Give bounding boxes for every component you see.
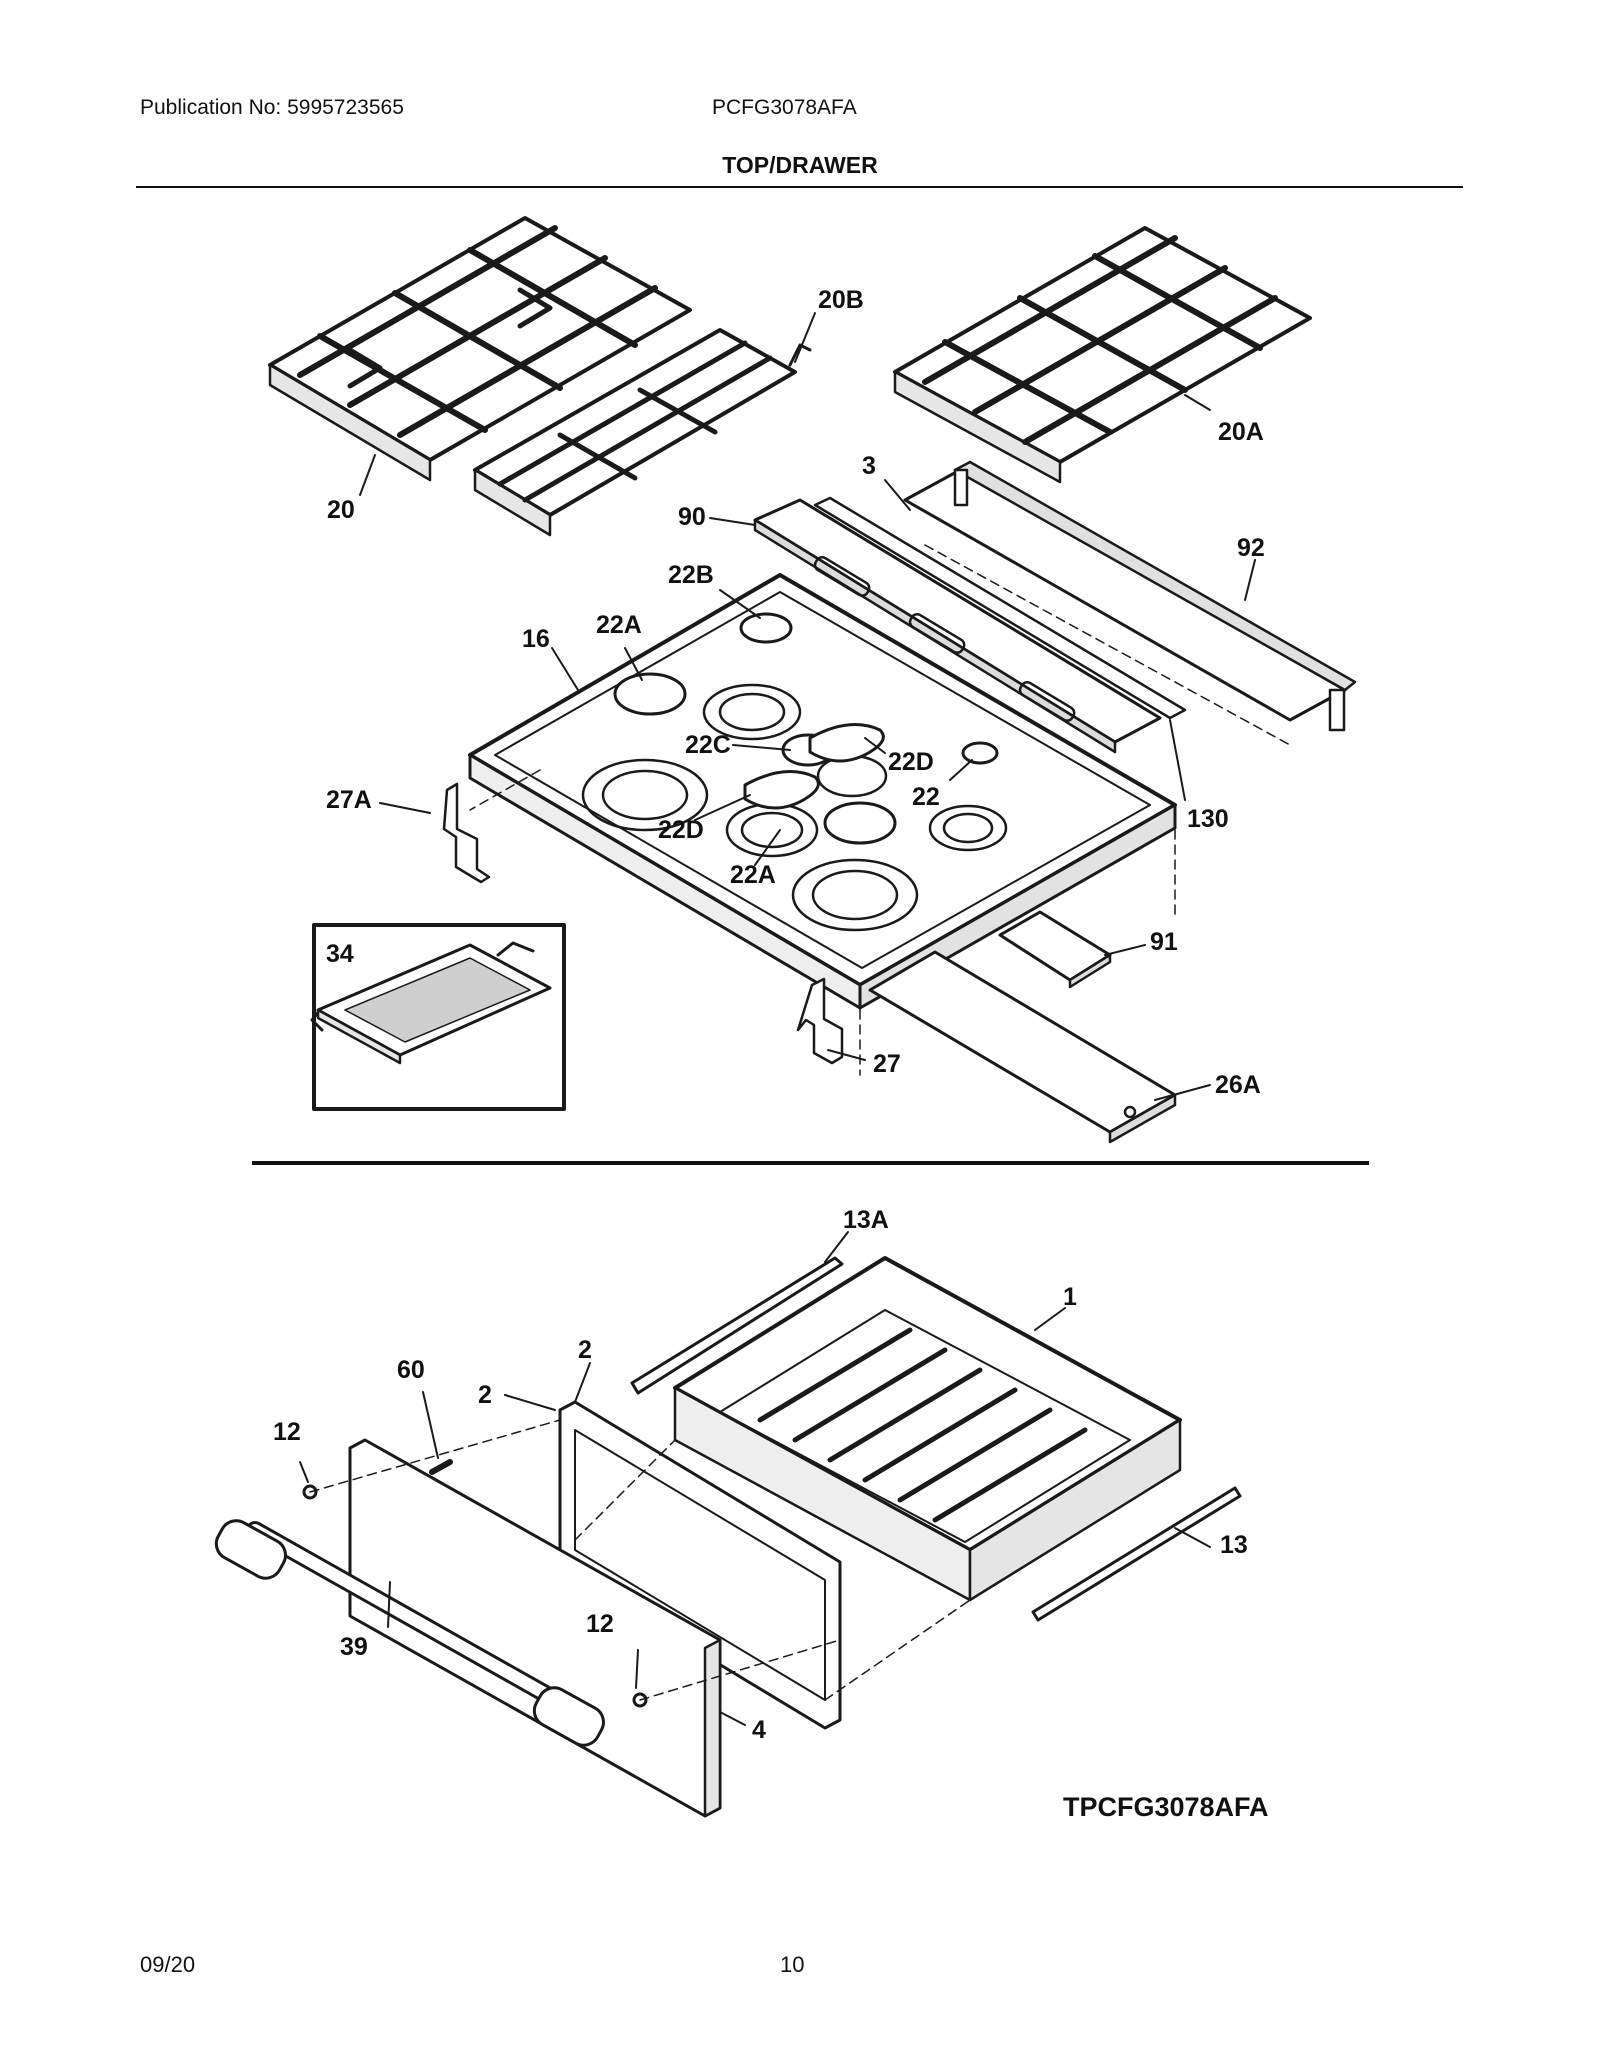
callout-130: 130 (1187, 805, 1229, 833)
callout-27A: 27A (326, 786, 372, 814)
callout-90: 90 (678, 503, 706, 531)
footer-date: 09/20 (140, 1952, 196, 1977)
callout-22C: 22C (685, 731, 731, 759)
drawer-front (348, 1438, 722, 1818)
callout-22B: 22B (668, 561, 714, 589)
callout-2-left: 2 (478, 1381, 492, 1409)
callout-34: 34 (326, 940, 354, 968)
callout-12-left: 12 (273, 1418, 301, 1446)
callout-13: 13 (1220, 1531, 1248, 1559)
drawing-id: TPCFG3078AFA (1063, 1792, 1269, 1822)
bracket-left (442, 782, 491, 884)
callout-60: 60 (397, 1356, 425, 1384)
callout-22D-left: 22D (658, 816, 704, 844)
page-number: 10 (780, 1952, 805, 1977)
callout-20A: 20A (1218, 418, 1264, 446)
drawer-slide-right (1031, 1486, 1242, 1622)
callout-92: 92 (1237, 534, 1265, 562)
callout-1: 1 (1063, 1283, 1077, 1311)
publication-number: Publication No: 5995723565 (140, 96, 404, 119)
callout-20B: 20B (818, 286, 864, 314)
cooktop (468, 573, 1177, 1010)
grate-left (268, 216, 692, 482)
section-divider (252, 1161, 1369, 1165)
callout-20: 20 (327, 496, 355, 524)
griddle (310, 941, 552, 1065)
grate-middle (473, 328, 812, 537)
model-number: PCFG3078AFA (712, 96, 857, 119)
screw-60 (429, 1459, 453, 1475)
callout-27: 27 (873, 1050, 901, 1078)
callout-22A-bottom: 22A (730, 861, 776, 889)
drawer-slide-left (630, 1256, 844, 1395)
header-rule (136, 186, 1463, 188)
callout-22A-top: 22A (596, 611, 642, 639)
callout-22: 22 (912, 783, 940, 811)
callout-91: 91 (1150, 928, 1178, 956)
callout-3: 3 (862, 452, 876, 480)
callout-16: 16 (522, 625, 550, 653)
section-title: TOP/DRAWER (722, 152, 878, 178)
callout-2-top: 2 (578, 1336, 592, 1364)
callout-4: 4 (752, 1716, 766, 1744)
manifold-panel (868, 950, 1177, 1144)
callout-39: 39 (340, 1633, 368, 1661)
callout-13A: 13A (843, 1206, 889, 1234)
rear-panel (903, 460, 1357, 732)
heat-shield (998, 910, 1112, 989)
callout-22D-right: 22D (888, 748, 934, 776)
callout-26A: 26A (1215, 1071, 1261, 1099)
drawer-box (673, 1256, 1182, 1602)
backguard-trim (753, 498, 1162, 754)
drawer-handle (214, 1519, 605, 1747)
callout-12-bottom: 12 (586, 1610, 614, 1638)
trim-strip (813, 496, 1187, 720)
grate-right (893, 226, 1312, 484)
bracket-front (796, 977, 844, 1065)
